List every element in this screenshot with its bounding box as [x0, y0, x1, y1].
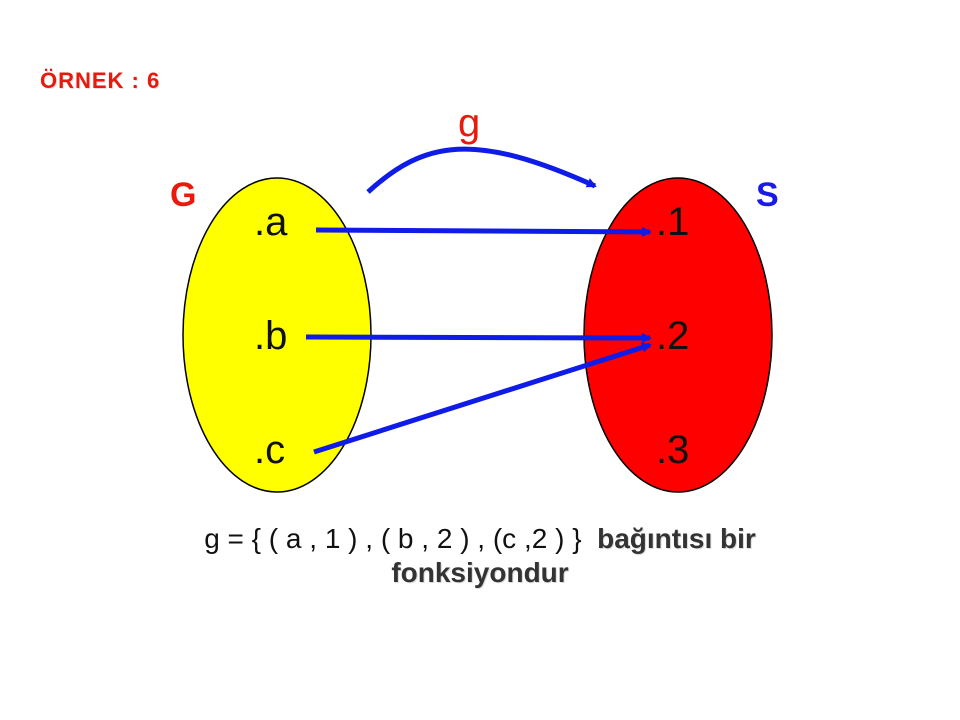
element-c: .c — [254, 428, 285, 472]
element-1: .1 — [656, 200, 689, 244]
function-name-label: g — [458, 101, 480, 145]
arrow-a-to-1 — [315, 226, 652, 237]
element-2: .2 — [656, 314, 689, 358]
set-s-ellipse — [583, 177, 773, 493]
element-a: .a — [254, 200, 288, 244]
set-g-label: G — [170, 176, 196, 214]
example-title: ÖRNEK : 6 — [40, 68, 161, 93]
caption-formula: g = { ( a , 1 ) , ( b , 2 ) , (c ,2 ) } — [204, 523, 582, 554]
set-s-label: S — [756, 176, 779, 214]
arrow-b-to-2 — [305, 332, 652, 343]
element-3: .3 — [656, 428, 689, 472]
caption: g = { ( a , 1 ) , ( b , 2 ) , (c ,2 ) } … — [0, 522, 960, 590]
caption-words-line1: bağıntısı bir — [597, 523, 756, 554]
element-b: .b — [254, 314, 287, 358]
arrow-c-to-2 — [313, 342, 652, 455]
function-arc-arrow — [366, 146, 597, 194]
caption-words-line2: fonksiyondur — [391, 557, 569, 588]
